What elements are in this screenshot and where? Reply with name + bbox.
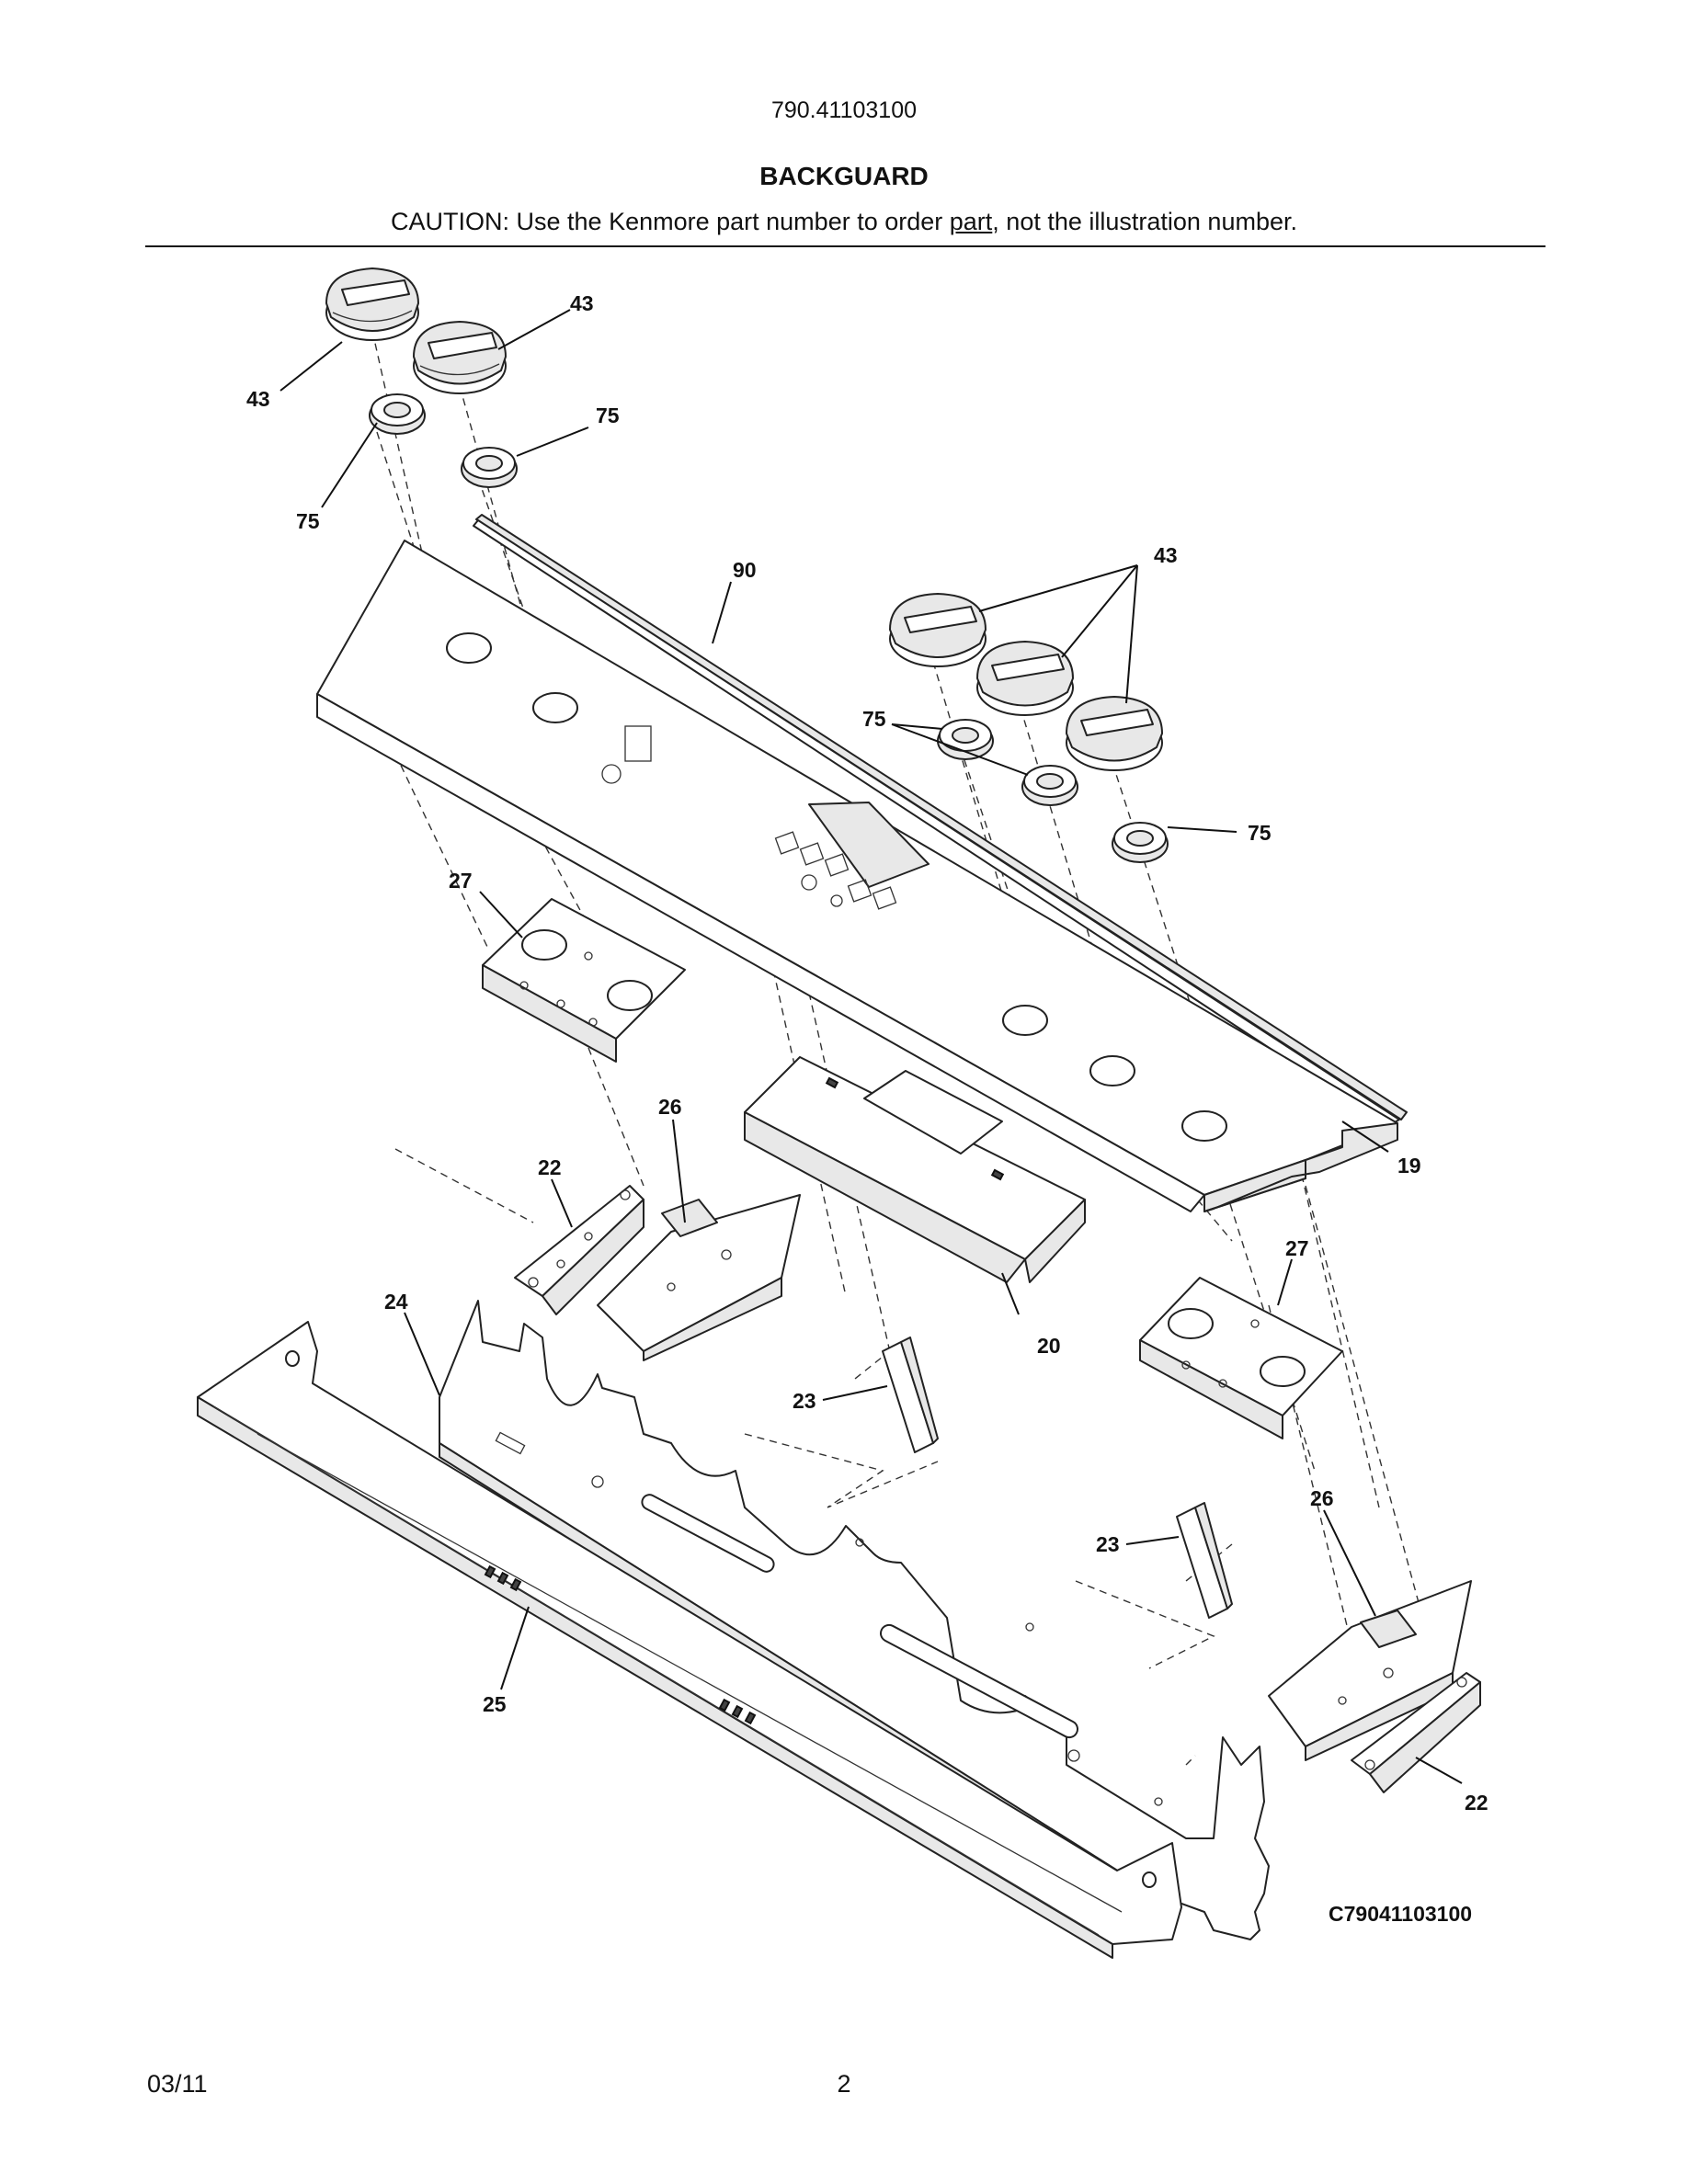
bezel-75-b bbox=[461, 447, 518, 488]
callout-43-a: 43 bbox=[246, 387, 270, 411]
callout-22-b: 22 bbox=[1465, 1791, 1488, 1814]
knob-43-c bbox=[889, 593, 987, 667]
bracket-27-a bbox=[482, 898, 686, 1063]
drawing-code: C79041103100 bbox=[1329, 1902, 1472, 1926]
callout-75-c: 75 bbox=[862, 707, 886, 731]
callout-75-a: 75 bbox=[296, 509, 320, 533]
callout-27-b: 27 bbox=[1285, 1236, 1309, 1260]
knob-43-e bbox=[1066, 696, 1163, 771]
bracket-22-b bbox=[1351, 1672, 1481, 1793]
callout-26-b: 26 bbox=[1310, 1486, 1334, 1510]
model-number: 790.41103100 bbox=[770, 97, 918, 123]
bracket-26-a bbox=[597, 1194, 801, 1361]
leader-lines bbox=[279, 309, 1463, 1784]
trim-channel-25 bbox=[197, 1321, 1182, 1959]
control-panel-19 bbox=[316, 540, 1398, 1212]
page-number: 2 bbox=[837, 2070, 851, 2098]
bracket-22-a bbox=[514, 1185, 644, 1315]
callout-75-b: 75 bbox=[596, 404, 620, 427]
caution-note: CAUTION: Use the Kenmore part number to … bbox=[0, 208, 1688, 236]
callout-43-c: 43 bbox=[1154, 543, 1178, 567]
knob-43-a bbox=[325, 267, 419, 341]
bezel-75-e bbox=[1112, 822, 1169, 863]
callout-27-a: 27 bbox=[449, 869, 473, 893]
bracket-23-a bbox=[882, 1337, 939, 1453]
callout-19: 19 bbox=[1397, 1154, 1421, 1177]
callout-22-a: 22 bbox=[538, 1155, 562, 1179]
knob-43-d bbox=[976, 641, 1074, 716]
header-rule bbox=[145, 245, 1545, 247]
callout-23-a: 23 bbox=[793, 1389, 816, 1413]
caution-suffix: , not the illustration number. bbox=[992, 208, 1297, 235]
bezel-75-d bbox=[1021, 765, 1078, 806]
footer-date: 03/11 bbox=[147, 2070, 208, 2098]
trim-strip-90 bbox=[473, 514, 1408, 1127]
callout-24: 24 bbox=[384, 1290, 408, 1314]
bracket-23-b bbox=[1176, 1502, 1233, 1619]
bezel-75-a bbox=[369, 393, 426, 435]
callout-23-b: 23 bbox=[1096, 1532, 1120, 1556]
caution-prefix: CAUTION: Use the Kenmore part number to … bbox=[391, 208, 950, 235]
callout-labels: 43 43 43 75 75 75 75 90 27 27 26 26 22 2… bbox=[246, 291, 1488, 1814]
knob-43-b bbox=[413, 321, 507, 394]
callout-20: 20 bbox=[1037, 1334, 1061, 1358]
callout-90: 90 bbox=[733, 558, 757, 582]
callout-26-a: 26 bbox=[658, 1095, 682, 1119]
callout-75-d: 75 bbox=[1248, 821, 1272, 845]
bracket-27-b bbox=[1139, 1277, 1343, 1439]
callout-43-b: 43 bbox=[570, 291, 594, 315]
callout-25: 25 bbox=[483, 1692, 507, 1716]
page-title: BACKGUARD bbox=[759, 162, 929, 190]
bezel-75-c bbox=[937, 719, 994, 760]
caution-underlined-word: part bbox=[949, 208, 993, 235]
